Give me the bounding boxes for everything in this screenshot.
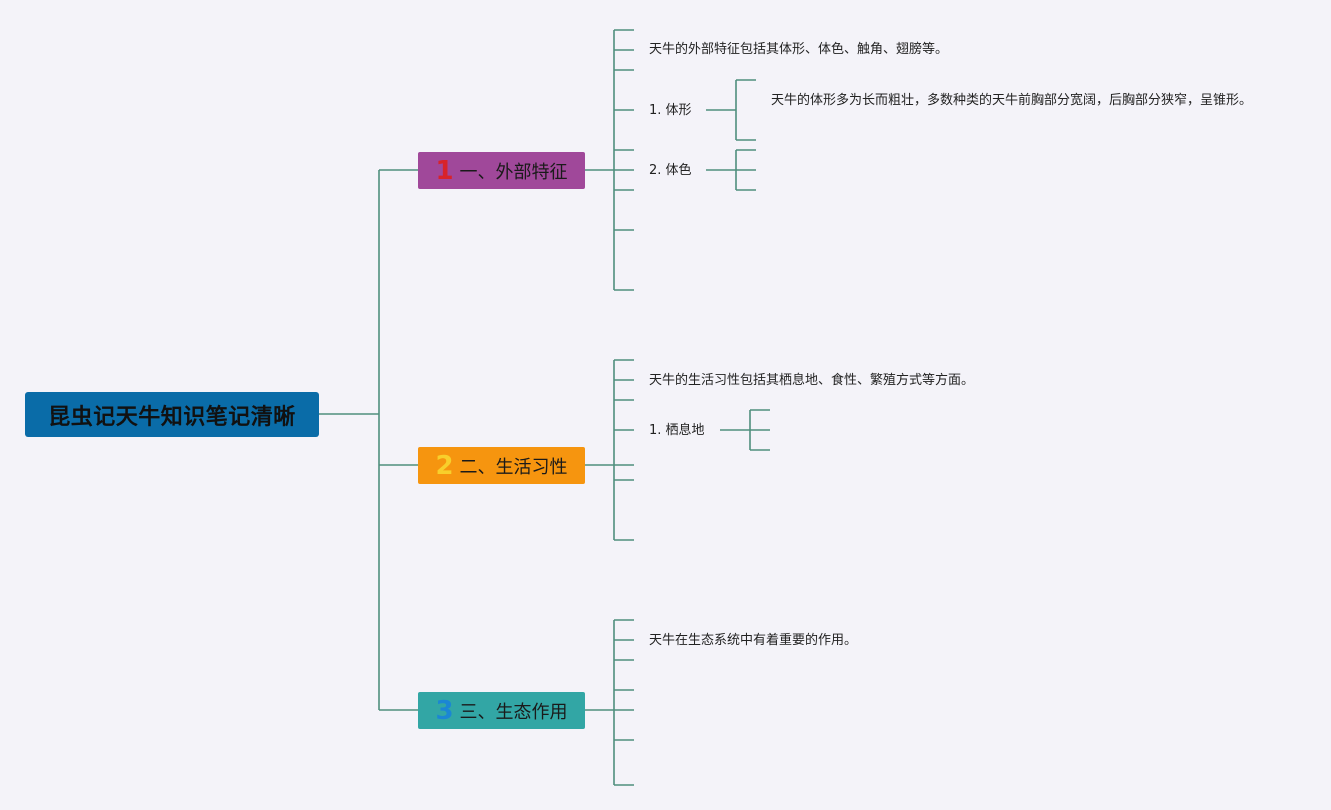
branch-label: 三、生态作用 (459, 701, 568, 723)
leaf-external-summary[interactable]: 天牛的外部特征包括其体形、体色、触角、翅膀等。 (649, 40, 948, 60)
leaf-habits-summary[interactable]: 天牛的生活习性包括其栖息地、食性、繁殖方式等方面。 (649, 371, 974, 391)
leaf-text: 天牛在生态系统中有着重要的作用。 (649, 633, 858, 648)
leaf-text: 天牛的外部特征包括其体形、体色、触角、翅膀等。 (649, 42, 949, 57)
branch-label: 一、外部特征 (459, 161, 568, 183)
leaf-habitat[interactable]: 1. 栖息地 (649, 421, 705, 441)
leaf-body-shape-detail[interactable]: 天牛的体形多为长而粗壮，多数种类的天牛前胸部分宽阔，后胸部分狭窄，呈锥形。 (771, 91, 1266, 111)
number-three-icon: 3 (435, 695, 454, 726)
bracket-b2 (613, 359, 634, 541)
leaf-text: 2. 体色 (649, 163, 692, 178)
bracket-b1 (613, 29, 634, 291)
number-two-icon: 2 (435, 450, 454, 481)
bracket-body-color (735, 149, 756, 191)
branch-label: 二、生活习性 (459, 456, 568, 478)
leaf-body-color[interactable]: 2. 体色 (649, 161, 692, 181)
branch-ecological-role[interactable]: 3 三、生态作用 (418, 692, 585, 729)
bracket-b3 (613, 619, 634, 786)
leaf-ecology-summary[interactable]: 天牛在生态系统中有着重要的作用。 (649, 631, 857, 651)
branch-external-features[interactable]: 1 一、外部特征 (418, 152, 585, 189)
leaf-text: 天牛的生活习性包括其栖息地、食性、繁殖方式等方面。 (649, 373, 975, 388)
branch-living-habits[interactable]: 2 二、生活习性 (418, 447, 585, 484)
root-topic[interactable]: 昆虫记天牛知识笔记清晰 (25, 392, 319, 437)
leaf-body-shape[interactable]: 1. 体形 (649, 101, 692, 121)
bracket-habitat (749, 409, 770, 451)
leaf-text: 1. 栖息地 (649, 423, 705, 438)
number-one-icon: 1 (435, 155, 454, 186)
leaf-text: 1. 体形 (649, 103, 692, 118)
leaf-text: 天牛的体形多为长而粗壮，多数种类的天牛前胸部分宽阔，后胸部分狭窄，呈锥形。 (771, 93, 1253, 108)
root-topic-label: 昆虫记天牛知识笔记清晰 (48, 404, 296, 430)
bracket-body-shape (735, 79, 756, 141)
